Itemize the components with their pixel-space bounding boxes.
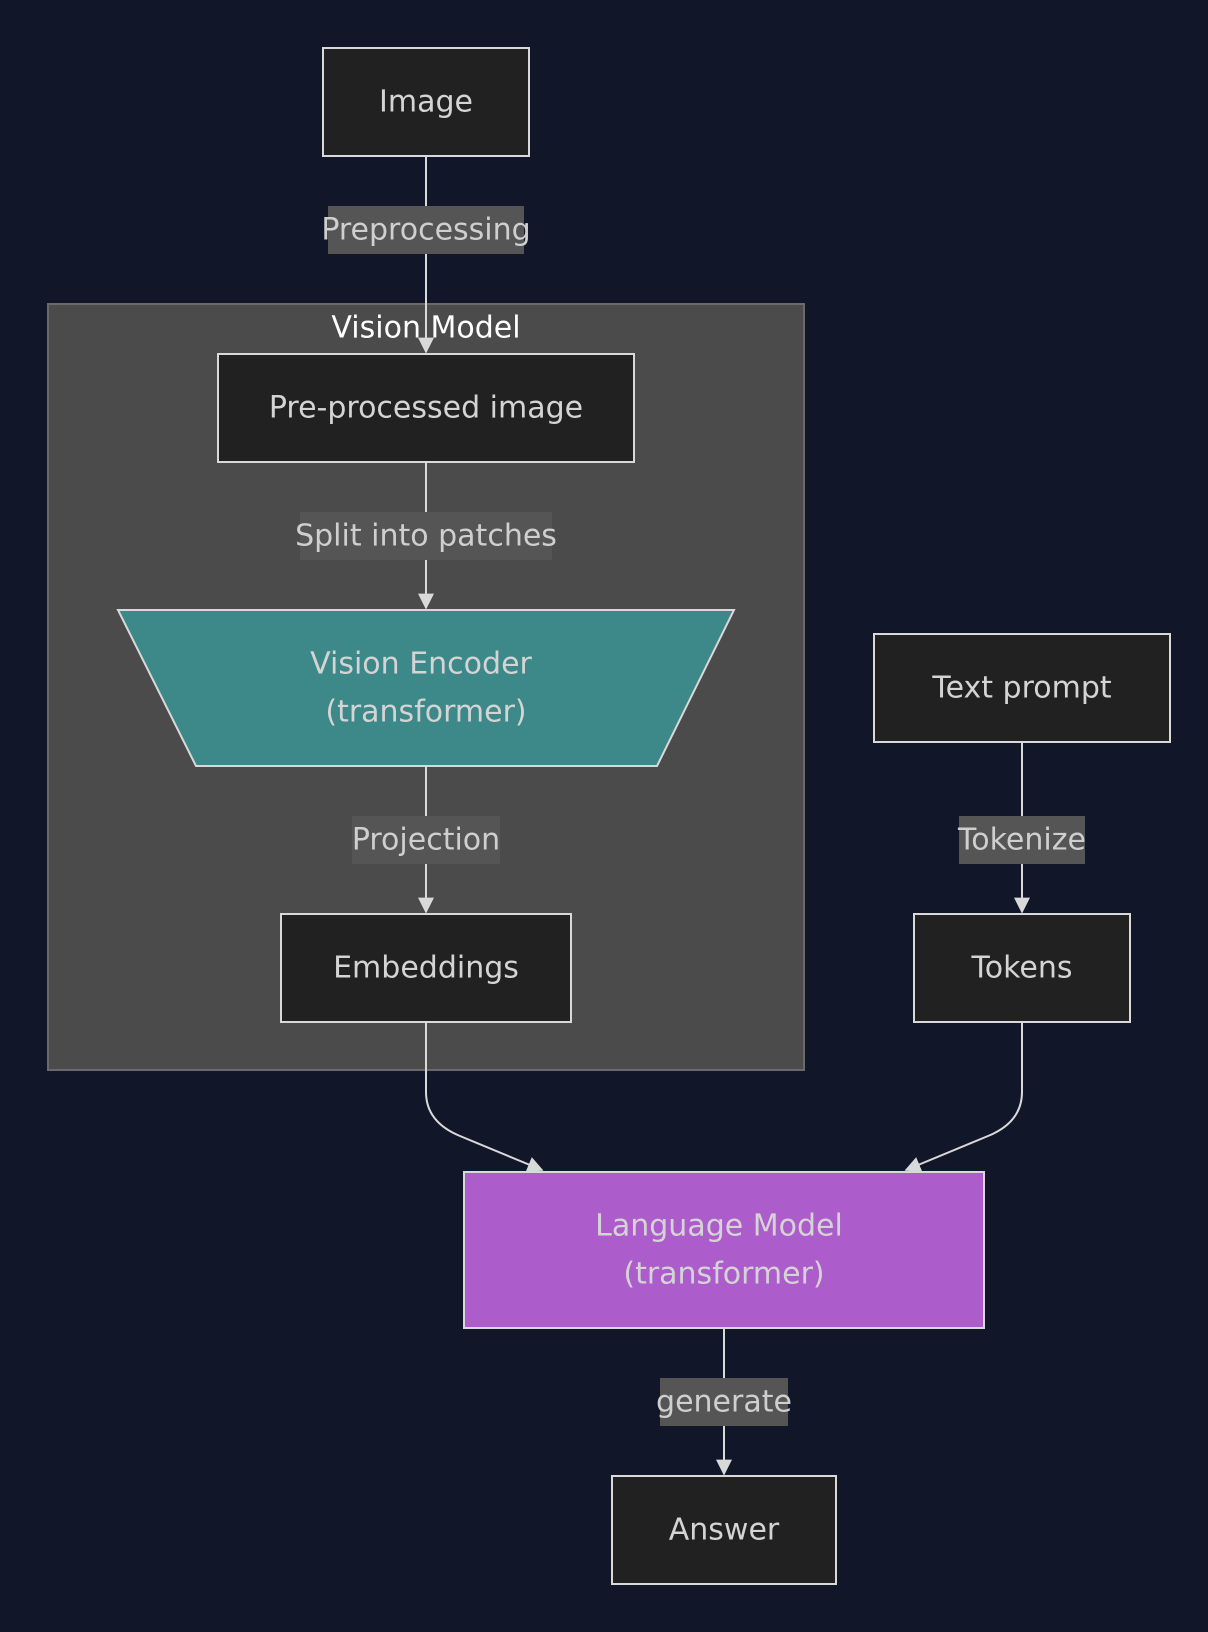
node-answer-label: Answer <box>669 1513 780 1548</box>
node-preprocessed-image-label: Pre-processed image <box>269 391 583 426</box>
node-image-label: Image <box>379 85 473 120</box>
vision-model-title: Vision Model <box>331 311 520 346</box>
edge-label-generate-text: generate <box>656 1385 792 1420</box>
node-embeddings: Embeddings <box>280 913 572 1023</box>
edge-tokens-to-language-model <box>904 1022 1023 1172</box>
node-vision-encoder: Vision Encoder (transformer) <box>116 609 736 767</box>
edge-label-split: Split into patches <box>295 512 557 560</box>
edge-label-tokenize: Tokenize <box>957 816 1086 864</box>
edge-label-tokenize-text: Tokenize <box>957 823 1086 858</box>
node-embeddings-label: Embeddings <box>333 951 519 986</box>
node-image: Image <box>322 47 530 157</box>
node-language-model: Language Model (transformer) <box>463 1171 985 1329</box>
node-answer: Answer <box>611 1475 837 1585</box>
edge-label-preprocessing: Preprocessing <box>321 206 531 254</box>
edge-label-generate: generate <box>656 1378 792 1426</box>
node-vision-encoder-line2: (transformer) <box>325 695 526 730</box>
node-language-model-line1: Language Model <box>595 1209 843 1244</box>
node-vision-encoder-line1: Vision Encoder <box>310 647 532 682</box>
node-tokens-label: Tokens <box>971 951 1073 986</box>
edge-label-projection: Projection <box>352 816 500 864</box>
node-preprocessed-image: Pre-processed image <box>217 353 635 463</box>
edge-label-projection-text: Projection <box>352 823 500 858</box>
edge-label-split-text: Split into patches <box>295 519 557 554</box>
node-tokens: Tokens <box>913 913 1131 1023</box>
node-language-model-line2: (transformer) <box>623 1257 824 1292</box>
edge-label-preprocessing-text: Preprocessing <box>321 213 530 248</box>
node-text-prompt: Text prompt <box>873 633 1171 743</box>
node-text-prompt-label: Text prompt <box>931 671 1112 706</box>
edge-embeddings-to-language-model <box>425 1022 544 1172</box>
